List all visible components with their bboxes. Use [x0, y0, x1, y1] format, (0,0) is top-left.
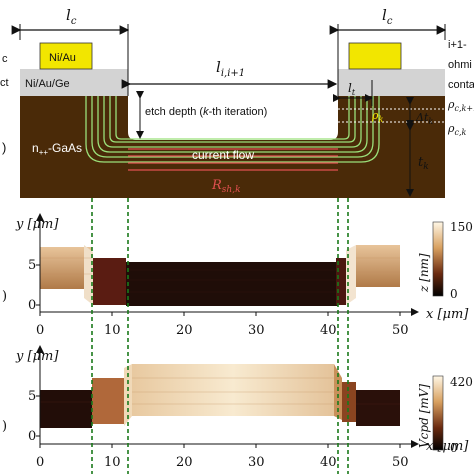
rsh-label: Rsh,k	[211, 178, 241, 195]
afm-y-tick-0: 0	[28, 298, 36, 313]
afm-x-tick-40: 40	[320, 323, 337, 338]
kpfm-ticks	[36, 395, 401, 448]
t-k-label: tk	[418, 155, 429, 172]
afm-y-tick-5: 5	[28, 258, 36, 273]
kpfm-right-edge	[334, 364, 342, 420]
afm-ticks	[36, 264, 401, 316]
kpfm-colorbar	[432, 375, 444, 451]
rho-ck1-label: ρc,k+1	[447, 98, 474, 113]
rho-ck-label: ρc,k	[447, 122, 466, 137]
afm-colorbar-bottom: 0	[450, 287, 458, 301]
left-cut-text-1: c	[2, 53, 8, 65]
kpfm-x-tick-0: 0	[36, 455, 44, 470]
afm-colorbar-top: 150	[450, 220, 473, 234]
kpfm-colorbar-label: Vcpd [mV]	[417, 384, 431, 448]
left-cut-text-2: ct	[0, 77, 9, 89]
schematic-labels: lc lc Ni/Au Ni/Au/Ge li,i+1 lt etch dept…	[0, 6, 474, 195]
lc-left-label: lc	[66, 6, 77, 27]
kpfm-texture	[40, 377, 400, 405]
left-cut-text-3: )	[2, 140, 6, 155]
afm-x-axis-label: x [μm]	[426, 307, 469, 322]
left-contact-base	[20, 69, 128, 96]
alignment-guides	[91, 198, 349, 474]
right-cut-text-3: conta	[448, 79, 474, 91]
kpfm-right-step	[342, 382, 356, 422]
left-cap-label: Ni/Au	[49, 52, 76, 64]
substrate-label: n++-GaAs	[32, 141, 82, 157]
afm-texture	[40, 257, 400, 293]
kpfm-channel	[132, 364, 334, 416]
kpfm-y-tick-0: 0	[28, 429, 36, 444]
kpfm-x-tick-20: 20	[176, 455, 193, 470]
right-cut-text-2: ohmi	[448, 59, 472, 71]
afm-panel-cut: )	[2, 289, 7, 304]
kpfm-colorbar-top: 420	[450, 375, 473, 389]
kpfm-right-contact	[356, 390, 400, 426]
right-contact-cap	[348, 42, 402, 70]
etch-depth-label: etch depth (k-th iteration)	[145, 106, 267, 118]
kpfm-panel-cut: )	[2, 419, 7, 434]
left-contact-cap	[39, 42, 93, 70]
lt-label: lt	[348, 81, 356, 97]
afm-right-step	[336, 258, 346, 305]
left-base-label: Ni/Au/Ge	[25, 78, 70, 90]
kpfm-x-tick-50: 50	[392, 455, 409, 470]
kpfm-panel: 5 0 y [μm] 0 10 20 30 40 50 x [μm] ) 420…	[2, 345, 473, 470]
right-cut-text-1: i+1-	[448, 39, 467, 51]
afm-x-tick-20: 20	[176, 323, 193, 338]
kpfm-colorbar-bottom: 0	[450, 441, 458, 455]
kpfm-x-tick-30: 30	[248, 455, 265, 470]
afm-left-step	[93, 258, 126, 305]
kpfm-y-tick-5: 5	[28, 389, 36, 404]
device-schematic	[11, 24, 447, 198]
afm-y-axis-label: y [μm]	[15, 217, 59, 232]
afm-left-edge	[84, 245, 93, 305]
kpfm-left-contact	[40, 390, 92, 428]
rho-k-label: ρk	[371, 109, 383, 124]
afm-x-tick-0: 0	[36, 323, 44, 338]
afm-colorbar	[432, 221, 444, 297]
right-contact-base	[338, 69, 445, 96]
kpfm-x-tick-40: 40	[320, 455, 337, 470]
kpfm-y-axis-label: y [μm]	[15, 349, 59, 364]
current-flow-label: current flow	[192, 148, 254, 162]
afm-left-contact	[40, 247, 92, 289]
afm-x-tick-10: 10	[104, 323, 121, 338]
afm-right-contact	[356, 245, 400, 287]
afm-colorbar-label: z [nm]	[417, 253, 431, 293]
afm-channel	[126, 262, 338, 306]
gap-label: li,i+1	[216, 58, 245, 79]
kpfm-left-step	[92, 378, 124, 424]
kpfm-x-tick-10: 10	[104, 455, 121, 470]
kpfm-x-axis-label: x [μm]	[426, 439, 469, 454]
afm-x-tick-50: 50	[392, 323, 409, 338]
current-flow-lines	[85, 96, 380, 171]
delta-t-label: Δtk	[415, 111, 433, 126]
lc-right-label: lc	[382, 6, 393, 27]
afm-panel: 5 0 y [μm] 0 10 20 30 40 50 x [μm] ) 150…	[2, 213, 473, 338]
afm-x-tick-30: 30	[248, 323, 265, 338]
